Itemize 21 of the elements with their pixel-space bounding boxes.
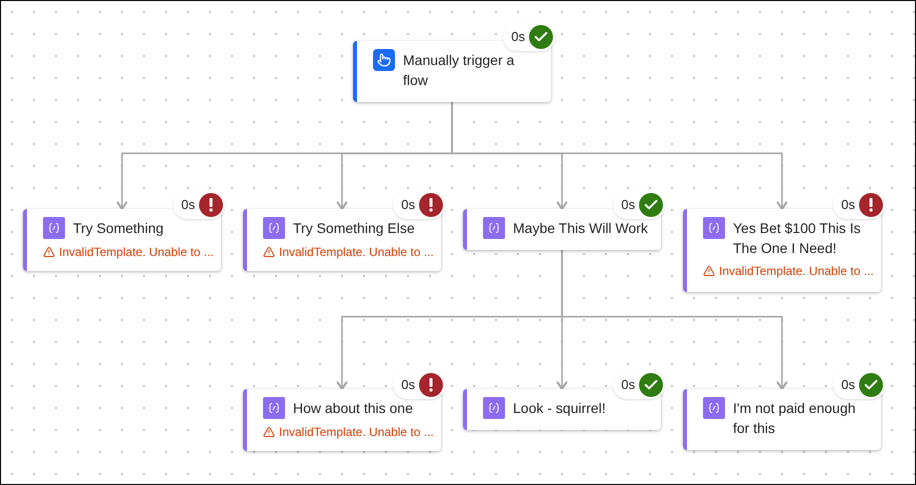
error-message: InvalidTemplate. Unable to ...	[719, 263, 874, 280]
action-title: Yes Bet $100 This Is The One I Need!	[733, 219, 862, 258]
status-badge: 0s	[393, 371, 445, 399]
action-title: Try Something	[73, 219, 164, 238]
status-badge: 0s	[503, 23, 555, 51]
error-message: InvalidTemplate. Unable to ...	[279, 424, 434, 441]
error-message: InvalidTemplate. Unable to ...	[59, 244, 214, 261]
status-badge: 0s	[173, 191, 225, 219]
action-title: How about this one	[293, 399, 413, 418]
action-title: Try Something Else	[293, 219, 415, 238]
action-title: I'm not paid enough for this	[733, 399, 857, 438]
status-badge: 0s	[613, 371, 665, 399]
action-title: Manually trigger a flow	[403, 51, 516, 90]
status-badge: 0s	[393, 191, 445, 219]
status-badge: 0s	[833, 371, 885, 399]
connector-arrow	[561, 250, 788, 390]
status-badge: 0s	[613, 191, 665, 219]
action-title: Maybe This Will Work	[513, 219, 648, 238]
status-badge: 0s	[833, 191, 885, 219]
error-message: InvalidTemplate. Unable to ...	[279, 244, 434, 261]
action-title: Look - squirrel!	[513, 399, 606, 418]
